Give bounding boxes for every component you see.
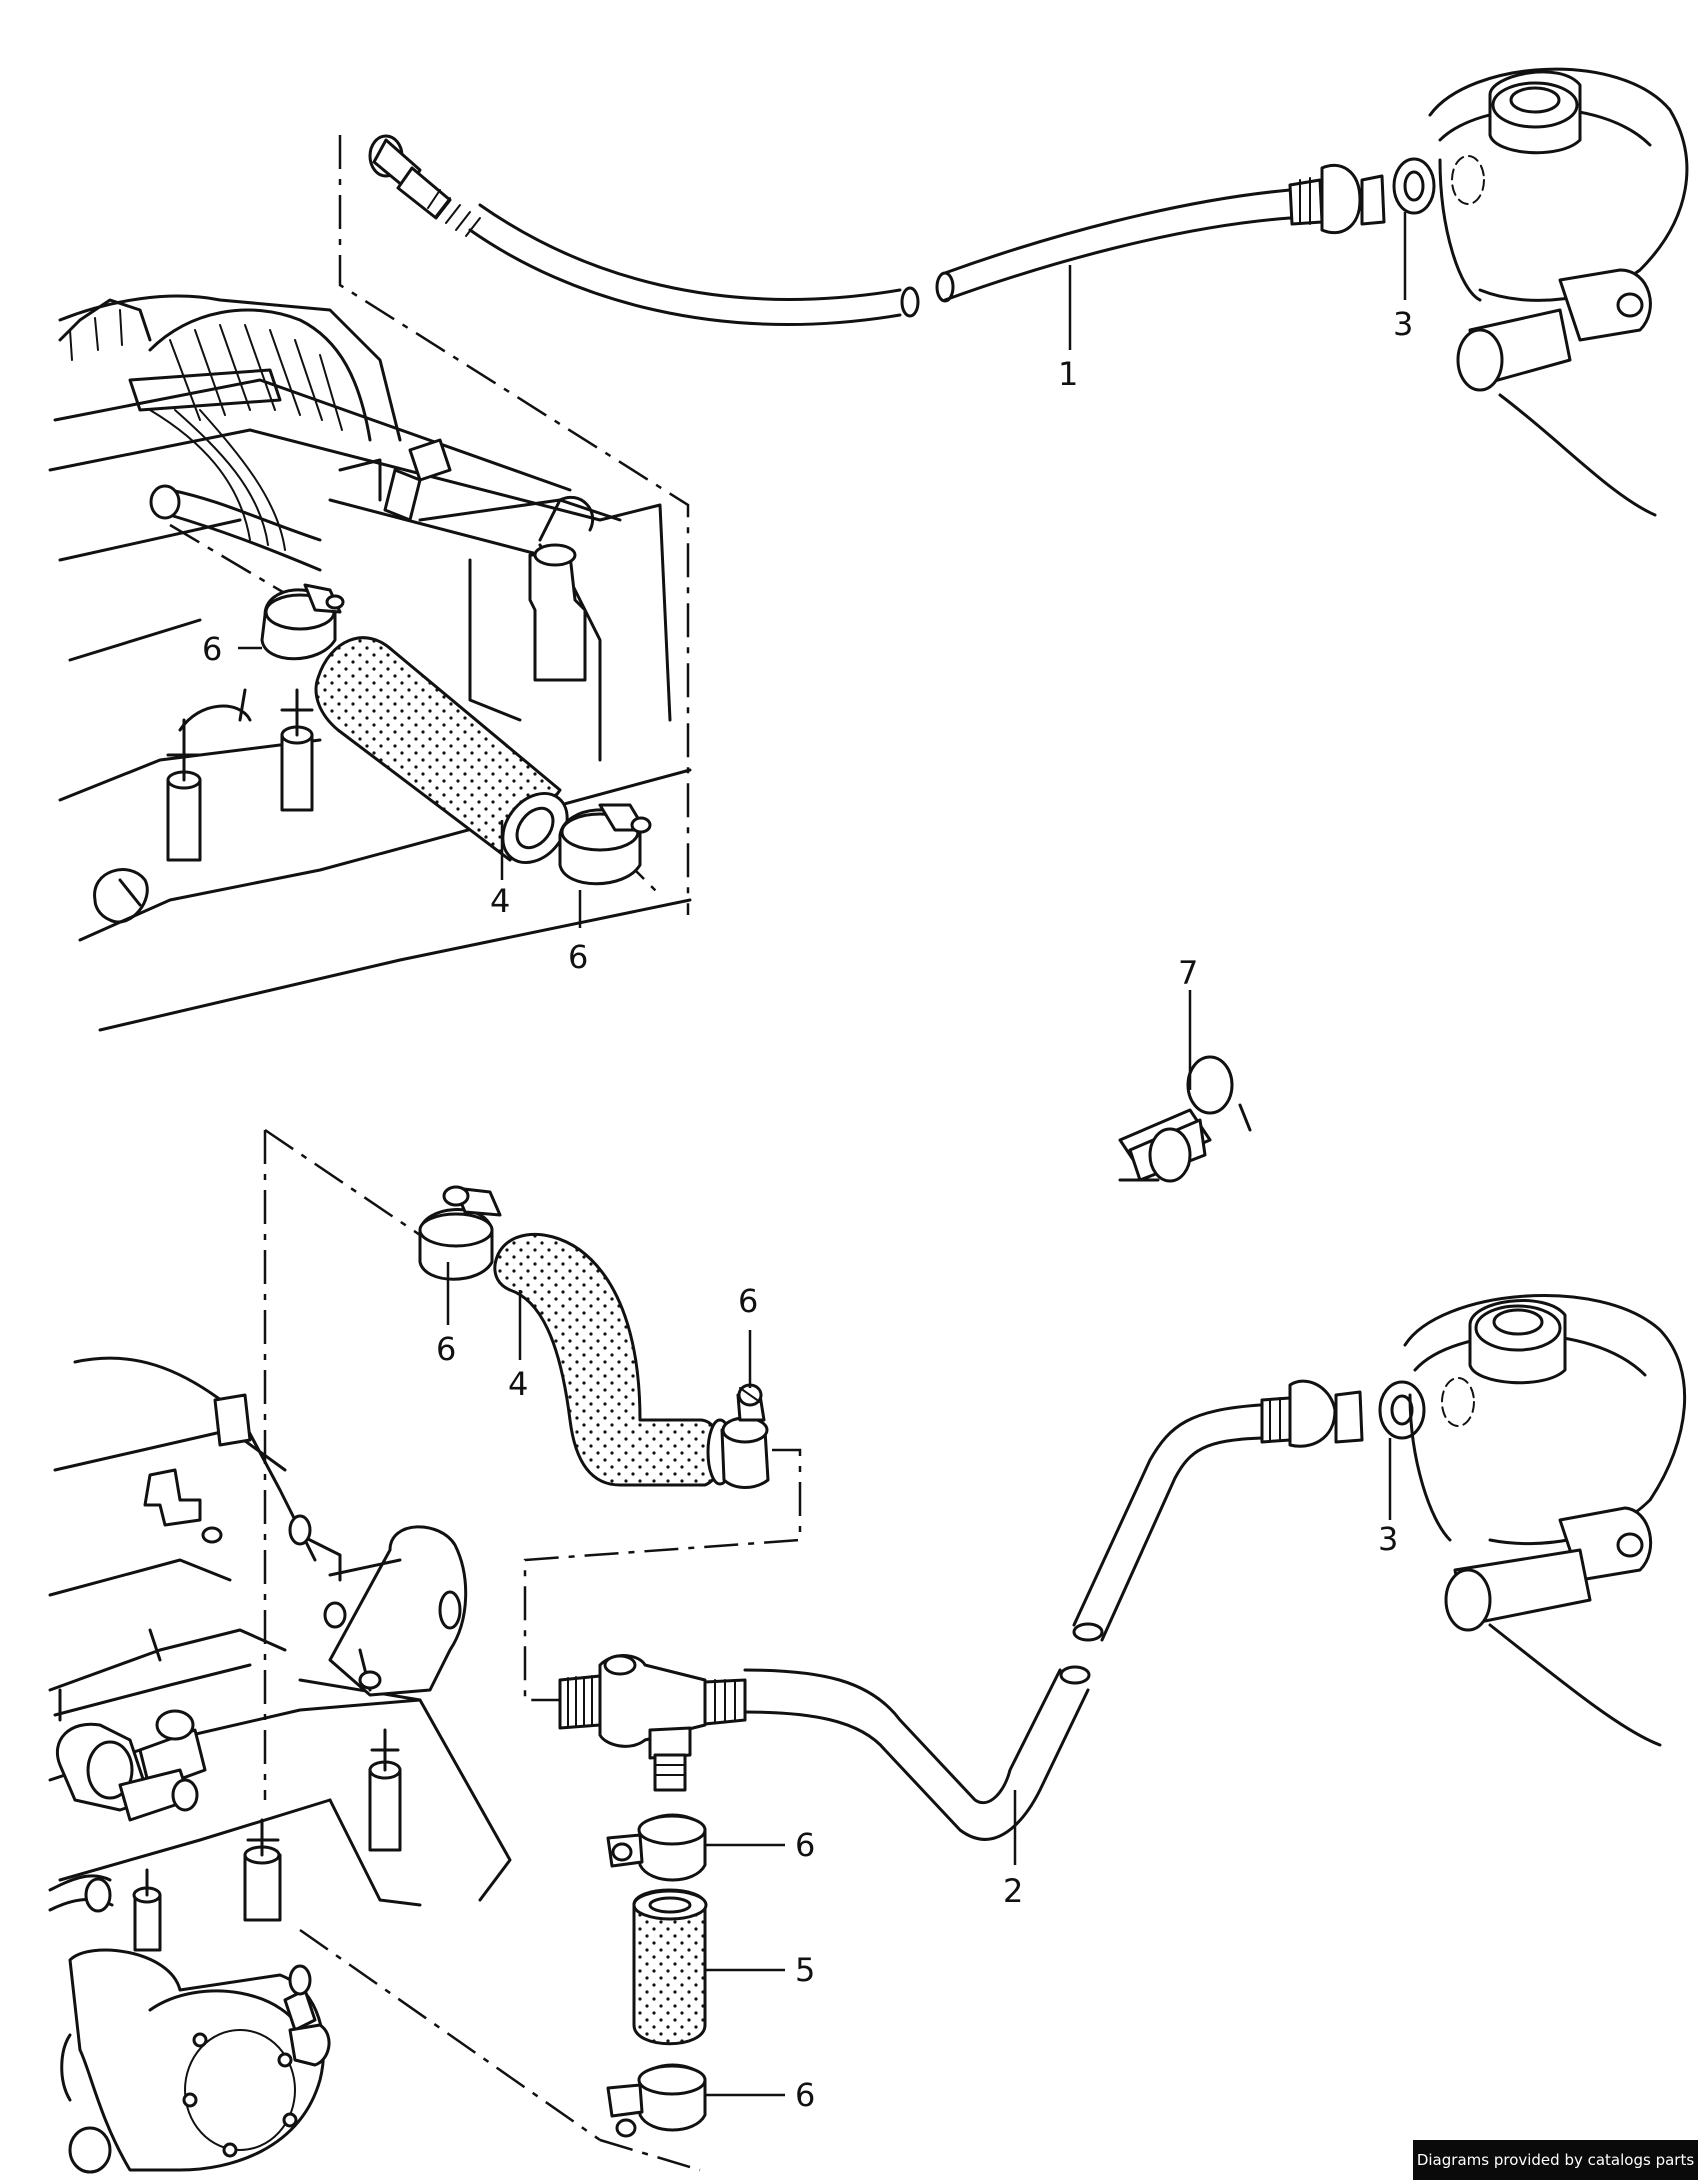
part-7-hose-clip <box>1118 1055 1252 1183</box>
part-6-clamp-low-2 <box>606 2063 707 2138</box>
brake-servo-top <box>1428 67 1689 517</box>
callout-6-mid-right: 6 <box>738 1282 758 1320</box>
bottom-connector-dashline <box>523 1448 802 1702</box>
callout-3-top: 3 <box>1393 305 1413 343</box>
part-3-grommet-bottom <box>1378 1377 1475 1440</box>
callout-leaders <box>238 212 1407 2097</box>
part-3-grommet-top <box>1392 155 1485 215</box>
part-2-vacuum-hose <box>558 1379 1364 1841</box>
callout-1: 1 <box>1058 355 1078 393</box>
callout-2: 2 <box>1003 1872 1023 1910</box>
top-assembly-boundary <box>338 135 690 915</box>
callout-4-bottom: 4 <box>508 1365 528 1403</box>
callout-4-top: 4 <box>490 882 510 920</box>
callout-6-low-1: 6 <box>795 1826 815 1864</box>
callout-7: 7 <box>1178 954 1198 992</box>
callout-6-top-right: 6 <box>568 938 588 976</box>
part-6-clamp-low-1 <box>606 1813 707 1882</box>
part-4-hose-top <box>314 636 569 865</box>
part-5-hose <box>632 1888 708 2046</box>
part-4-hose-bottom <box>493 1232 734 1487</box>
callout-6-mid-left: 6 <box>436 1330 456 1368</box>
callout-5: 5 <box>795 1951 815 1989</box>
callout-6-low-2: 6 <box>795 2076 815 2114</box>
part-6-clamp-mid-right <box>720 1383 770 1489</box>
credit-banner: Diagrams provided by catalogs parts <box>1413 2140 1698 2180</box>
brake-servo-bottom <box>1403 1294 1687 1747</box>
part-6-clamp-top-left <box>260 583 345 661</box>
engine-block-bottom <box>48 1356 512 2174</box>
callout-6-top-left: 6 <box>202 630 222 668</box>
part-6-clamp-top-right <box>558 803 652 886</box>
engine-block-top <box>48 294 692 1032</box>
part-6-clamp-mid-left <box>418 1185 502 1281</box>
callout-3-bottom: 3 <box>1378 1520 1398 1558</box>
callout-labels: 1 3 6 4 6 7 6 6 4 3 2 6 5 6 <box>202 305 1413 2114</box>
part-1-vacuum-hose <box>368 134 1386 326</box>
bottom-assembly-boundary <box>263 1128 701 2172</box>
